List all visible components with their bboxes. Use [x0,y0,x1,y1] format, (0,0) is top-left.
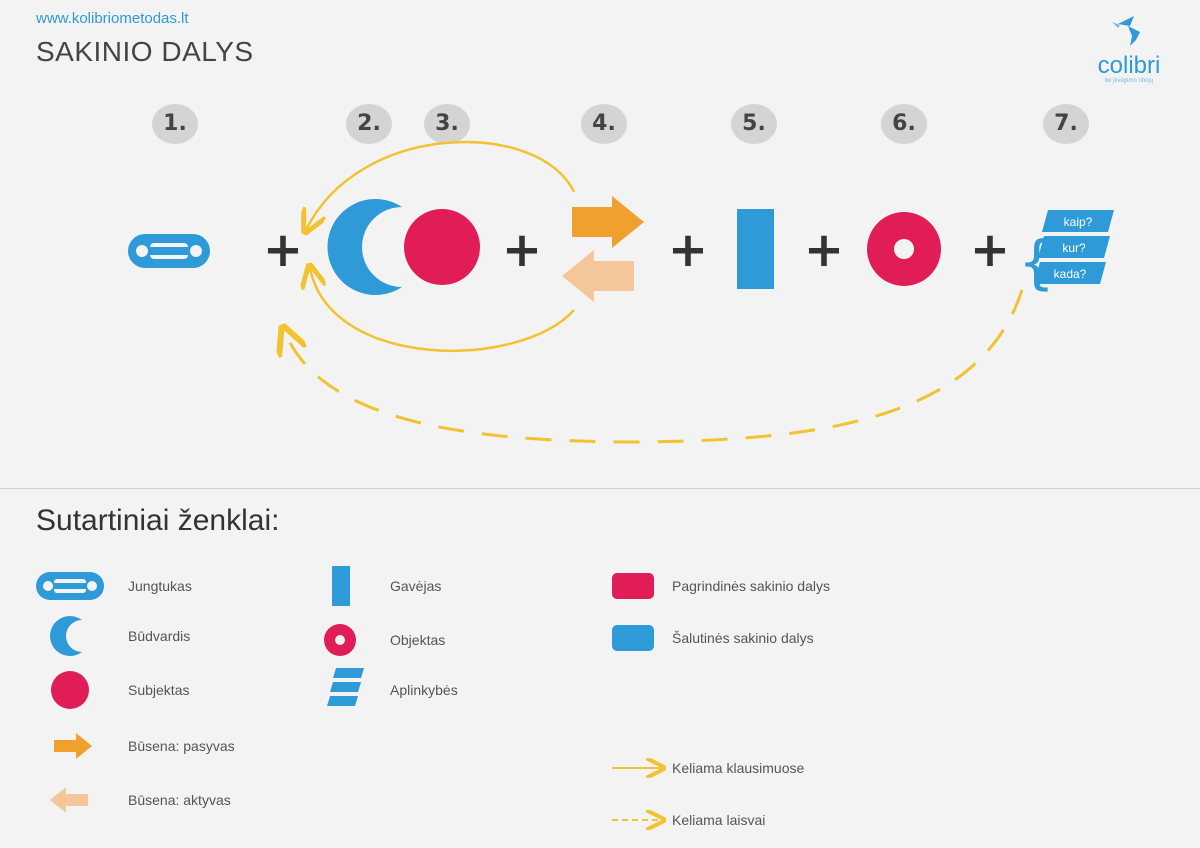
plus-sign: + [804,222,844,278]
legend-ring-icon [324,624,356,656]
step-number: 7. [1043,104,1089,144]
logo-text: colibri [1097,52,1161,79]
legend-secondary-parts-swatch [612,625,654,651]
question-arc-top [306,140,576,230]
step-number: 6. [881,104,927,144]
step-number: 2. [346,104,392,144]
question-kaip: kaip? [1064,215,1093,229]
legend-label: Šalutinės sakinio dalys [672,630,814,646]
legend-label: Būdvardis [128,628,191,644]
question-kada: kada? [1054,267,1087,281]
step-number: 3. [424,104,470,144]
step-number: 1. [152,104,198,144]
plus-sign: + [502,222,542,278]
plus-sign: + [263,222,303,278]
legend-title: Sutartiniai ženklai: [36,504,280,537]
legend-circle-icon [51,671,89,709]
legend-label: Objektas [390,632,446,648]
legend-crescent-icon [50,616,82,657]
recipient-rectangle-icon [737,209,774,289]
legend-label: Gavėjas [390,578,442,594]
site-url[interactable]: www.kolibriometodas.lt [36,10,189,27]
legend-label: Pagrindinės sakinio dalys [672,578,830,594]
hummingbird-icon [1112,16,1140,46]
step-number: 5. [731,104,777,144]
passive-arrow-right-icon [572,196,644,248]
plus-sign: + [970,222,1010,278]
object-ring-icon [867,212,941,286]
legend-arrow-right-icon [54,733,92,759]
legend-main-parts-swatch [612,573,654,599]
section-divider [0,488,1200,489]
free-arc-dashed [284,289,1024,444]
legend-label: Subjektas [128,682,190,698]
legend-label: Būsena: pasyvas [128,738,235,754]
legend-question-stack-icon [327,668,364,706]
question-arc-bottom [310,268,575,352]
colibri-logo: colibri be įkvėpimo ribojų [1084,12,1174,84]
legend-label: Keliama klausimuose [672,760,805,776]
conjunction-link-icon [128,234,210,268]
circumstance-question-stack-icon: kaip? kur? kada? [1034,210,1114,284]
plus-sign: + [668,222,708,278]
step-number: 4. [581,104,627,144]
subject-circle-icon [404,209,480,285]
legend-label: Keliama laisvai [672,812,766,828]
active-arrow-left-icon [562,250,634,302]
legend-label: Jungtukas [128,578,192,594]
legend-rectangle-icon [332,566,350,606]
logo-tagline: be įkvėpimo ribojų [1104,78,1154,84]
legend-label: Būsena: aktyvas [128,792,231,808]
legend-link-icon [36,572,104,600]
legend-label: Aplinkybės [390,682,458,698]
question-kur: kur? [1062,241,1086,255]
legend-arrow-left-icon [50,787,88,813]
adjective-crescent-icon [327,199,402,295]
page-title: SAKINIO DALYS [36,36,254,67]
